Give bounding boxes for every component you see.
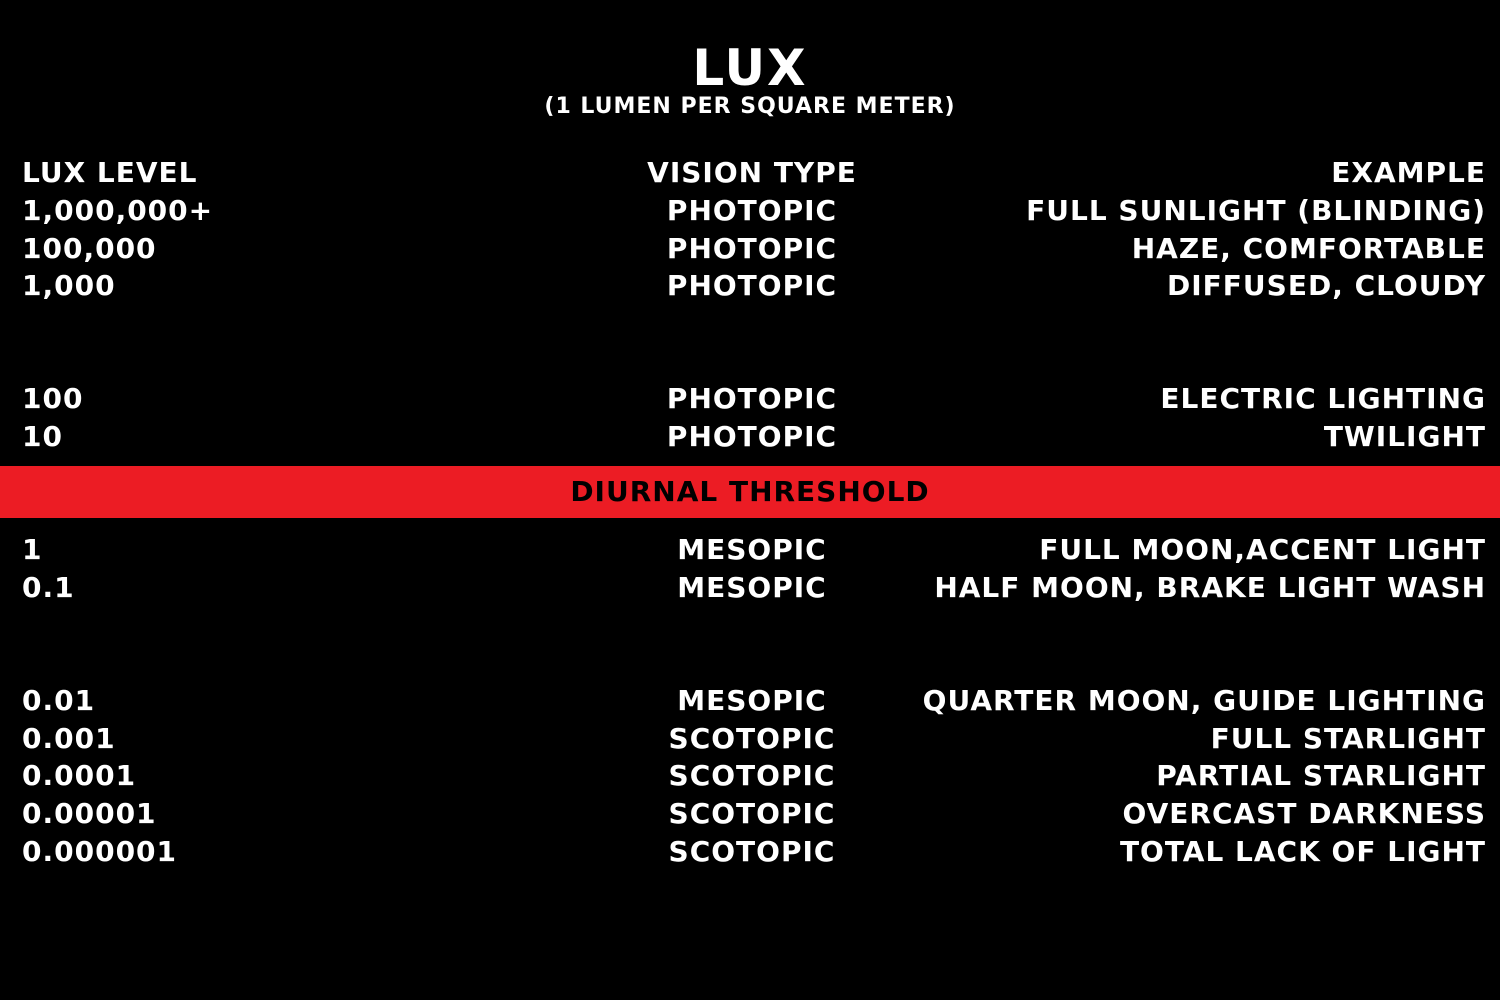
table-row: 100,000 PHOTOPIC HAZE, COMFORTABLE bbox=[0, 230, 1500, 268]
vision-type-cell: SCOTOPIC bbox=[668, 759, 836, 792]
example-cell: HAZE, COMFORTABLE bbox=[1131, 232, 1486, 265]
header-vision-type: VISION TYPE bbox=[647, 156, 857, 189]
table-row: 0.001 SCOTOPIC FULL STARLIGHT bbox=[0, 720, 1500, 758]
table-row: 1,000 PHOTOPIC DIFFUSED, CLOUDY bbox=[0, 267, 1500, 305]
lux-level-cell: 1 bbox=[22, 533, 43, 566]
table-row: 0.0001 SCOTOPIC PARTIAL STARLIGHT bbox=[0, 757, 1500, 795]
example-cell: HALF MOON, BRAKE LIGHT WASH bbox=[934, 571, 1486, 604]
example-cell: TWILIGHT bbox=[1323, 420, 1486, 453]
vision-type-cell: PHOTOPIC bbox=[666, 420, 838, 453]
example-cell: OVERCAST DARKNESS bbox=[1122, 797, 1486, 830]
page-subtitle: (1 LUMEN PER SQUARE METER) bbox=[544, 94, 956, 119]
vision-type-cell: SCOTOPIC bbox=[668, 797, 836, 830]
table-row: 100 PHOTOPIC ELECTRIC LIGHTING bbox=[0, 380, 1500, 418]
table-row: 0.000001 SCOTOPIC TOTAL LACK OF LIGHT bbox=[0, 833, 1500, 871]
example-cell: ELECTRIC LIGHTING bbox=[1160, 382, 1486, 415]
lux-level-cell: 0.001 bbox=[22, 722, 116, 755]
lux-level-cell: 1,000 bbox=[22, 269, 116, 302]
example-cell: TOTAL LACK OF LIGHT bbox=[1119, 835, 1486, 868]
vision-type-cell: PHOTOPIC bbox=[666, 382, 838, 415]
diurnal-threshold-label: DIURNAL THRESHOLD bbox=[570, 475, 930, 508]
vision-type-cell: PHOTOPIC bbox=[666, 232, 838, 265]
table-row: 0.01 MESOPIC QUARTER MOON, GUIDE LIGHTIN… bbox=[0, 682, 1500, 720]
lux-level-cell: 10 bbox=[22, 420, 63, 453]
lux-level-cell: 0.0001 bbox=[22, 759, 137, 792]
example-cell: PARTIAL STARLIGHT bbox=[1156, 759, 1486, 792]
vision-type-cell: SCOTOPIC bbox=[668, 722, 836, 755]
vision-type-cell: PHOTOPIC bbox=[666, 269, 838, 302]
example-cell: DIFFUSED, CLOUDY bbox=[1167, 269, 1486, 302]
lux-level-cell: 100 bbox=[22, 382, 84, 415]
example-cell: FULL SUNLIGHT (BLINDING) bbox=[1026, 194, 1486, 227]
vision-type-cell: MESOPIC bbox=[677, 571, 827, 604]
example-cell: FULL STARLIGHT bbox=[1210, 722, 1486, 755]
lux-level-cell: 0.00001 bbox=[22, 797, 157, 830]
example-cell: QUARTER MOON, GUIDE LIGHTING bbox=[922, 684, 1486, 717]
lux-level-cell: 1,000,000+ bbox=[22, 194, 214, 227]
header-lux-level: LUX LEVEL bbox=[22, 156, 198, 189]
example-cell: FULL MOON,ACCENT LIGHT bbox=[1039, 533, 1486, 566]
vision-type-cell: MESOPIC bbox=[677, 533, 827, 566]
table-row: 1 MESOPIC FULL MOON,ACCENT LIGHT bbox=[0, 531, 1500, 569]
table-row: 0.00001 SCOTOPIC OVERCAST DARKNESS bbox=[0, 795, 1500, 833]
table-row: 0.1 MESOPIC HALF MOON, BRAKE LIGHT WASH bbox=[0, 569, 1500, 607]
lux-level-cell: 100,000 bbox=[22, 232, 157, 265]
lux-level-cell: 0.1 bbox=[22, 571, 75, 604]
table-header-row: LUX LEVEL VISION TYPE EXAMPLE bbox=[0, 154, 1500, 192]
table-row: 1,000,000+ PHOTOPIC FULL SUNLIGHT (BLIND… bbox=[0, 192, 1500, 230]
lux-level-cell: 0.01 bbox=[22, 684, 96, 717]
vision-type-cell: SCOTOPIC bbox=[668, 835, 836, 868]
diurnal-threshold-band: DIURNAL THRESHOLD bbox=[0, 466, 1500, 518]
lux-level-cell: 0.000001 bbox=[22, 835, 178, 868]
page-title: LUX bbox=[692, 39, 808, 97]
table-row: 10 PHOTOPIC TWILIGHT bbox=[0, 418, 1500, 456]
vision-type-cell: PHOTOPIC bbox=[666, 194, 838, 227]
vision-type-cell: MESOPIC bbox=[677, 684, 827, 717]
header-example: EXAMPLE bbox=[1331, 156, 1486, 189]
